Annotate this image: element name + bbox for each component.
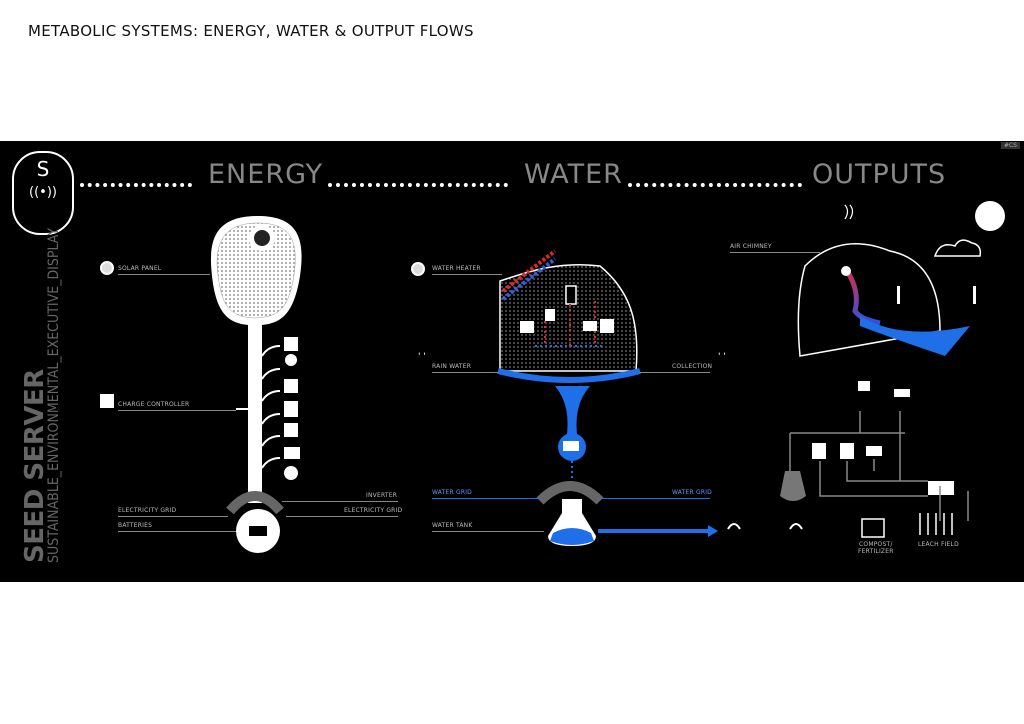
label-electricity-grid-left: ELECTRICITY GRID: [118, 507, 177, 514]
label-water-grid-left: WATER GRID: [432, 489, 472, 496]
thermometer-icon-2: [973, 286, 976, 304]
leader-water-grid-left: [432, 498, 540, 499]
leader-air-chimney: [730, 252, 820, 253]
leader-inverter: [282, 501, 398, 502]
logo-letter: S: [36, 157, 50, 181]
plant-icon: [727, 523, 803, 530]
water-system: ' ' ' ': [411, 249, 726, 546]
dotted-connector-1: [80, 183, 192, 187]
compost-icon: [861, 518, 885, 538]
socket-icon: [284, 337, 298, 351]
energy-system: [100, 216, 302, 553]
toilet-icon-out: [812, 443, 826, 459]
section-water: WATER: [524, 159, 623, 190]
dotted-connector-3: [628, 183, 802, 187]
page-title: METABOLIC SYSTEMS: ENERGY, WATER & OUTPU…: [28, 22, 474, 40]
fan-icon: [284, 466, 298, 480]
sink-icon-out: [894, 389, 910, 397]
stove-icon: [284, 379, 298, 393]
diagram-panel: #CS S ((•)) SEED SERVER SUSTAINABLE_ENVI…: [0, 141, 1024, 582]
tv-icon: [284, 447, 300, 459]
leader-solar-panel: [118, 274, 210, 275]
label-inverter: INVERTER: [366, 492, 398, 499]
bulb-icon: [285, 354, 297, 366]
washer-icon: [284, 423, 298, 437]
leader-batteries: [118, 531, 236, 532]
label-water-heater: WATER HEATER: [432, 265, 481, 272]
leader-electricity-grid-right: [286, 516, 398, 517]
label-compost-line1: COMPOST/: [859, 541, 893, 548]
label-charge-controller: CHARGE CONTROLLER: [118, 401, 190, 408]
washer-icon-out: [840, 443, 854, 459]
label-compost-line2: FERTILIZER: [858, 548, 894, 555]
toilet-icon: [520, 321, 534, 333]
leader-charge-controller: [118, 410, 236, 411]
corner-tag: #CS: [1000, 142, 1020, 149]
leader-rain-water: [432, 372, 498, 373]
sun-icon: [975, 201, 1005, 231]
section-energy: ENERGY: [208, 159, 324, 190]
cloud-icon: [933, 239, 982, 257]
svg-text:' ': ' ': [718, 352, 726, 362]
label-rain-water: RAIN WATER: [432, 363, 472, 370]
label-compost: COMPOST/ FERTILIZER: [858, 541, 894, 555]
leader-collection: [640, 372, 710, 373]
leader-electricity-grid-left: [118, 516, 228, 517]
sink-icon: [583, 321, 597, 331]
leader-water-heater: [432, 274, 502, 275]
label-water-tank: WATER TANK: [432, 522, 473, 529]
fridge-icon: [284, 401, 298, 417]
house-shape: [499, 263, 638, 372]
logo-signal-icon: ((•)): [29, 185, 57, 200]
label-water-grid-right: WATER GRID: [672, 489, 712, 496]
flow-diagram: ' ' ' ': [100, 201, 1005, 553]
label-batteries: BATTERIES: [118, 522, 153, 529]
solar-panel-shape: [216, 222, 296, 319]
label-collection: COLLECTION: [672, 363, 713, 370]
svg-text:' ': ' ': [418, 352, 426, 362]
label-air-chimney: AIR CHIMNEY: [730, 243, 772, 250]
section-outputs: OUTPUTS: [812, 159, 947, 190]
thermometer-icon: [897, 286, 900, 304]
leach-field-icon: [919, 513, 953, 535]
shower-icon: [545, 309, 555, 321]
leader-water-tank: [432, 531, 544, 532]
sink-icon-out-2: [866, 446, 882, 456]
label-solar-panel: SOLAR PANEL: [118, 265, 162, 272]
dotted-connector-2: [328, 183, 508, 187]
chimney-house-shape: [797, 243, 941, 357]
label-leach-field: LEACH FIELD: [918, 541, 959, 548]
charge-controller-icon: [100, 394, 114, 408]
septic-icon: [928, 481, 954, 495]
seed-logo: S ((•)): [12, 151, 74, 235]
leader-water-grid-right: [600, 498, 710, 499]
shower-icon-out: [858, 381, 870, 391]
washer-icon-water: [600, 319, 614, 333]
outputs-system: [727, 201, 1005, 538]
label-electricity-grid-right: ELECTRICITY GRID: [344, 507, 403, 514]
